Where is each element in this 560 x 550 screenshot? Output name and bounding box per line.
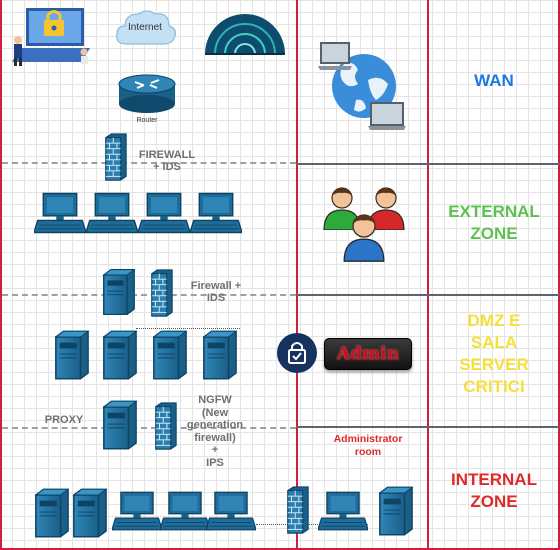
- zone-line: INTERNAL: [451, 470, 537, 489]
- ngfw-firewall-icon: [154, 400, 178, 452]
- column-border-right: [427, 0, 429, 550]
- admin-badge-label: Admin: [337, 344, 399, 364]
- dmz-server-3: [152, 328, 188, 382]
- dmz-server-4: [202, 328, 238, 382]
- zone-label-wan: WAN: [429, 70, 559, 92]
- firewall-ids-dmz-label: Firewall + IDS: [180, 280, 252, 304]
- admin-server: [378, 484, 414, 538]
- dashed-divider-external: [2, 294, 296, 296]
- firewall-top-icon: [104, 132, 128, 182]
- users-group-icon: [323, 187, 405, 262]
- firewall-dmz-icon: [150, 268, 174, 318]
- administrator-room-label: Administrator room: [318, 433, 418, 459]
- divider-external: [296, 294, 560, 296]
- right-border: [558, 0, 560, 550]
- internal-server-1: [34, 486, 70, 540]
- divider-wan: [296, 163, 560, 165]
- label-line: + IDS: [153, 161, 181, 173]
- zone-label-dmz: DMZ E SALA SERVER CRITICI: [429, 310, 559, 398]
- left-border: [0, 0, 2, 550]
- admin-badge: Admin: [324, 338, 412, 370]
- globe-network-icon: [318, 42, 406, 130]
- external-pc-3: [138, 188, 190, 238]
- internal-firewall-icon: [286, 484, 310, 536]
- dmz-server-1: [54, 328, 90, 382]
- cloud-icon: [116, 10, 176, 45]
- satellite-dome-icon: [205, 14, 285, 55]
- internet-label: Internet: [128, 22, 162, 33]
- zone-line: SALA: [470, 333, 518, 352]
- dmz-server-top: [102, 266, 136, 318]
- zone-line: ZONE: [470, 492, 518, 511]
- dmz-server-2: [102, 328, 138, 382]
- zone-line: EXTERNAL: [448, 202, 540, 221]
- label-line: +: [211, 444, 219, 456]
- external-pc-1: [34, 188, 86, 238]
- dmz-link-line: [136, 328, 240, 329]
- internet-cloud: Internet: [113, 6, 177, 50]
- external-pc-4: [190, 188, 242, 238]
- zone-label-external: EXTERNAL ZONE: [429, 201, 559, 245]
- label-line: firewall): [194, 431, 236, 444]
- divider-dmz: [296, 426, 560, 428]
- column-border-center: [296, 0, 298, 550]
- zone-line: CRITICI: [463, 377, 525, 396]
- zone-line: SERVER: [459, 355, 529, 374]
- label-line: room: [354, 446, 382, 458]
- label-line: IDS: [206, 292, 226, 304]
- zone-label-internal: INTERNAL ZONE: [429, 469, 559, 513]
- dashed-divider-wan: [2, 162, 296, 164]
- label-line: Administrator: [333, 433, 403, 445]
- label-line: FIREWALL: [138, 149, 196, 161]
- internal-server-2: [72, 486, 108, 540]
- label-line: generation: [186, 419, 244, 431]
- proxy-server: [102, 398, 138, 452]
- external-pc-2: [86, 188, 138, 238]
- label-line: Firewall +: [190, 280, 242, 292]
- label-line: NGFW: [198, 394, 232, 406]
- internal-pc-3: [206, 488, 256, 534]
- label-line: IPS: [206, 456, 224, 469]
- secure-lock-icon: [277, 333, 317, 373]
- zone-line: WAN: [474, 71, 514, 90]
- router-label: Router: [136, 117, 158, 124]
- security-laptop-icon: [12, 8, 90, 66]
- ngfw-ips-label: NGFW (New generation firewall) + IPS: [180, 394, 250, 469]
- zone-line: DMZ E: [467, 311, 521, 330]
- bottom-border: [0, 548, 560, 550]
- internal-link-line: [256, 524, 368, 525]
- internal-pc-2: [160, 488, 210, 534]
- firewall-ids-label: FIREWALL + IDS: [132, 149, 202, 173]
- label-line: (New: [201, 406, 229, 419]
- proxy-label: PROXY: [44, 414, 84, 426]
- router-icon: [118, 74, 176, 113]
- admin-pc: [318, 488, 368, 534]
- internal-pc-1: [112, 488, 162, 534]
- dashed-divider-dmz: [2, 427, 296, 429]
- zone-line: ZONE: [470, 224, 518, 243]
